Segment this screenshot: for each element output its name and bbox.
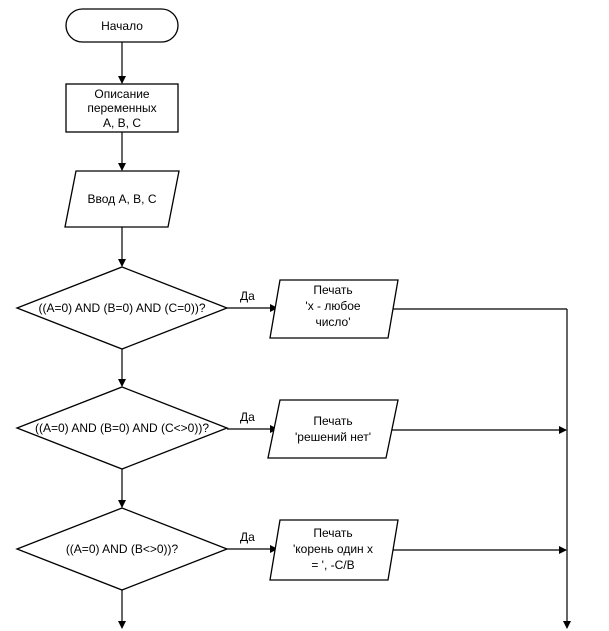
input-label: Ввод A, B, C <box>88 192 157 206</box>
output-3-block: Печать 'корень один x = ', -C/B <box>269 519 399 581</box>
input-block: Ввод A, B, C <box>64 170 180 228</box>
condition-3-text: ((A=0) AND (B<>0))? <box>66 542 179 556</box>
declare-line-2: переменных <box>87 101 156 115</box>
condition-1-text: ((A=0) AND (B=0) AND (C=0))? <box>38 301 205 315</box>
output-3-line-1: Печать <box>313 526 352 540</box>
output-3-line-2: 'корень один x <box>293 542 373 556</box>
output-1-line-1: Печать <box>313 283 352 297</box>
output-1-line-3: число' <box>315 315 350 329</box>
output-2-line-2: 'решений нет' <box>295 430 371 444</box>
output-2-line-1: Печать <box>313 414 352 428</box>
yes-label-3: Да <box>240 530 255 544</box>
condition-2-diamond: ((A=0) AND (B=0) AND (C<>0))? <box>15 386 229 470</box>
condition-1-diamond: ((A=0) AND (B=0) AND (C=0))? <box>15 266 229 350</box>
output-1-line-2: 'x - любое <box>305 299 361 313</box>
declare-line-1: Описание <box>94 87 150 101</box>
output-3-line-3: = ', -C/B <box>311 558 354 572</box>
yes-label-2: Да <box>240 410 255 424</box>
yes-label-1: Да <box>240 289 255 303</box>
output-1-block: Печать 'x - любое число' <box>269 279 399 339</box>
condition-3-diamond: ((A=0) AND (B<>0))? <box>15 507 229 591</box>
start-terminal: Начало <box>65 8 179 43</box>
start-label: Начало <box>101 19 143 33</box>
declare-line-3: A, B, C <box>103 116 141 130</box>
output-2-block: Печать 'решений нет' <box>267 399 399 459</box>
declare-variables-box: Описание переменных A, B, C <box>65 83 179 133</box>
condition-2-text: ((A=0) AND (B=0) AND (C<>0))? <box>35 421 209 435</box>
